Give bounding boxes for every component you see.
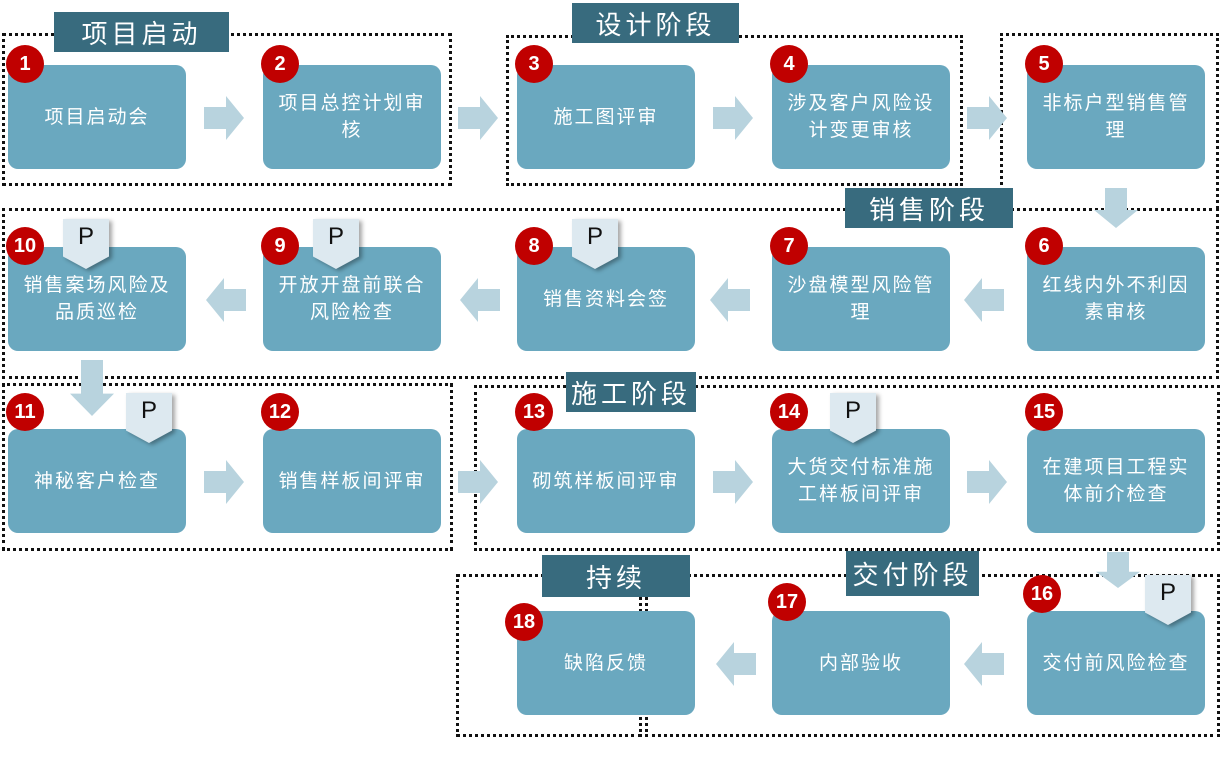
step-9[interactable]: 开放开盘前联合风险检查	[263, 247, 441, 351]
p-tag-icon: P	[1145, 575, 1191, 625]
step-number-badge: 17	[768, 583, 806, 621]
step-label: 在建项目工程实体前介检查	[1042, 456, 1190, 505]
step-5[interactable]: 非标户型销售管理	[1027, 65, 1205, 169]
step-label: 销售样板间评审	[278, 469, 426, 492]
p-tag-label: P	[844, 397, 861, 424]
step-1[interactable]: 项目启动会	[8, 65, 186, 169]
p-tag-icon: P	[313, 219, 359, 269]
step-18[interactable]: 缺陷反馈	[517, 611, 695, 715]
p-tag-icon: P	[572, 219, 618, 269]
stage-label-sales: 销售阶段	[845, 188, 1013, 228]
step-number-badge: 10	[6, 227, 44, 265]
step-11[interactable]: 神秘客户检查	[8, 429, 186, 533]
step-label: 涉及客户风险设计变更审核	[787, 92, 935, 141]
step-number-badge: 7	[770, 227, 808, 265]
p-tag-label: P	[77, 223, 94, 250]
frame-mystery	[2, 383, 453, 551]
step-2[interactable]: 项目总控计划审核	[263, 65, 441, 169]
step-15[interactable]: 在建项目工程实体前介检查	[1027, 429, 1205, 533]
p-tag-label: P	[1159, 579, 1176, 606]
step-label: 沙盘模型风险管理	[787, 274, 935, 323]
step-label: 缺陷反馈	[563, 651, 648, 674]
step-label: 红线内外不利因素审核	[1042, 274, 1190, 323]
step-number-badge: 4	[770, 45, 808, 83]
step-number-badge: 13	[515, 393, 553, 431]
step-7[interactable]: 沙盘模型风险管理	[772, 247, 950, 351]
step-label: 大货交付标准施工样板间评审	[787, 456, 935, 505]
step-number-badge: 12	[261, 393, 299, 431]
step-number-badge: 16	[1023, 575, 1061, 613]
step-label: 交付前风险检查	[1042, 651, 1190, 674]
step-number-badge: 1	[6, 45, 44, 83]
step-number-badge: 9	[261, 227, 299, 265]
step-label: 施工图评审	[553, 105, 659, 128]
step-13[interactable]: 砌筑样板间评审	[517, 429, 695, 533]
step-label: 砌筑样板间评审	[532, 469, 680, 492]
step-17[interactable]: 内部验收	[772, 611, 950, 715]
step-label: 开放开盘前联合风险检查	[278, 274, 426, 323]
step-12[interactable]: 销售样板间评审	[263, 429, 441, 533]
step-number-badge: 18	[505, 603, 543, 641]
step-number-badge: 3	[515, 45, 553, 83]
p-tag-icon: P	[63, 219, 109, 269]
step-number-badge: 2	[261, 45, 299, 83]
stage-label-design: 设计阶段	[572, 3, 739, 43]
frame-construction	[474, 385, 1220, 551]
step-3[interactable]: 施工图评审	[517, 65, 695, 169]
step-16[interactable]: 交付前风险检查	[1027, 611, 1205, 715]
step-label: 销售资料会签	[542, 287, 669, 310]
stage-label-kickoff: 项目启动	[54, 12, 229, 52]
step-8[interactable]: 销售资料会签	[517, 247, 695, 351]
step-label: 项目启动会	[44, 105, 150, 128]
p-tag-label: P	[140, 397, 157, 424]
stage-label-ongoing: 持续	[542, 555, 690, 597]
step-label: 项目总控计划审核	[278, 92, 426, 141]
p-tag-icon: P	[830, 393, 876, 443]
stage-label-delivery: 交付阶段	[846, 551, 979, 596]
arrow-right-2-3	[458, 96, 498, 140]
step-label: 神秘客户检查	[33, 469, 160, 492]
stage-label-construction: 施工阶段	[566, 372, 696, 412]
step-label: 非标户型销售管理	[1042, 92, 1190, 141]
p-tag-label: P	[327, 223, 344, 250]
step-number-badge: 5	[1025, 45, 1063, 83]
p-tag-icon: P	[126, 393, 172, 443]
step-number-badge: 11	[6, 393, 44, 431]
step-number-badge: 14	[770, 393, 808, 431]
step-4[interactable]: 涉及客户风险设计变更审核	[772, 65, 950, 169]
step-number-badge: 15	[1025, 393, 1063, 431]
p-tag-label: P	[586, 223, 603, 250]
step-label: 内部验收	[818, 651, 903, 674]
step-6[interactable]: 红线内外不利因素审核	[1027, 247, 1205, 351]
step-10[interactable]: 销售案场风险及品质巡检	[8, 247, 186, 351]
step-number-badge: 8	[515, 227, 553, 265]
step-label: 销售案场风险及品质巡检	[23, 274, 171, 323]
step-number-badge: 6	[1025, 227, 1063, 265]
step-14[interactable]: 大货交付标准施工样板间评审	[772, 429, 950, 533]
